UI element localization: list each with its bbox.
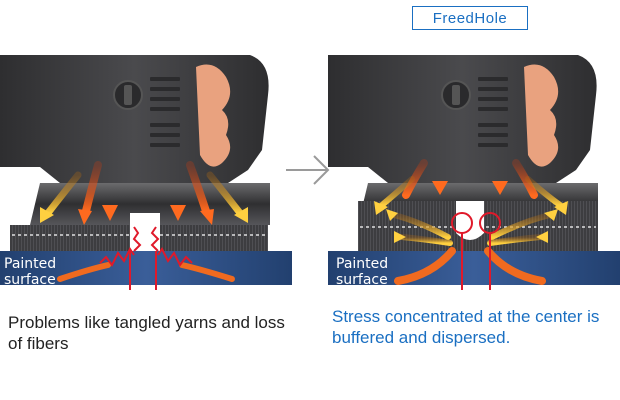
grip-ridges bbox=[150, 77, 180, 147]
painted-surface bbox=[0, 251, 292, 285]
dispersion-arrows bbox=[379, 176, 563, 246]
abrasive-right bbox=[160, 225, 268, 251]
right-caption: Stress concentrated at the center is buf… bbox=[332, 307, 600, 347]
sander-body bbox=[328, 55, 597, 183]
sander-body bbox=[0, 55, 269, 183]
left-surface-label: Painted surface bbox=[4, 256, 57, 288]
hand-icon bbox=[196, 64, 231, 167]
stress-zigzag-icon bbox=[99, 226, 193, 267]
hand-icon bbox=[524, 64, 559, 167]
painted-surface bbox=[328, 251, 620, 285]
freedhole-tag: FreedHole bbox=[412, 6, 528, 30]
right-illustration bbox=[328, 55, 620, 290]
abrasive-left bbox=[10, 225, 130, 251]
freedhole-tag-label: FreedHole bbox=[432, 9, 508, 27]
left-caption: Problems like tangled yarns and loss of … bbox=[8, 313, 285, 353]
right-panel bbox=[328, 55, 620, 290]
left-illustration bbox=[0, 55, 292, 290]
freedhole-gap bbox=[456, 201, 484, 240]
left-panel bbox=[0, 55, 292, 290]
right-surface-label: Painted surface bbox=[336, 256, 389, 288]
chevron-right-icon bbox=[286, 155, 330, 185]
force-arrows bbox=[82, 129, 210, 215]
